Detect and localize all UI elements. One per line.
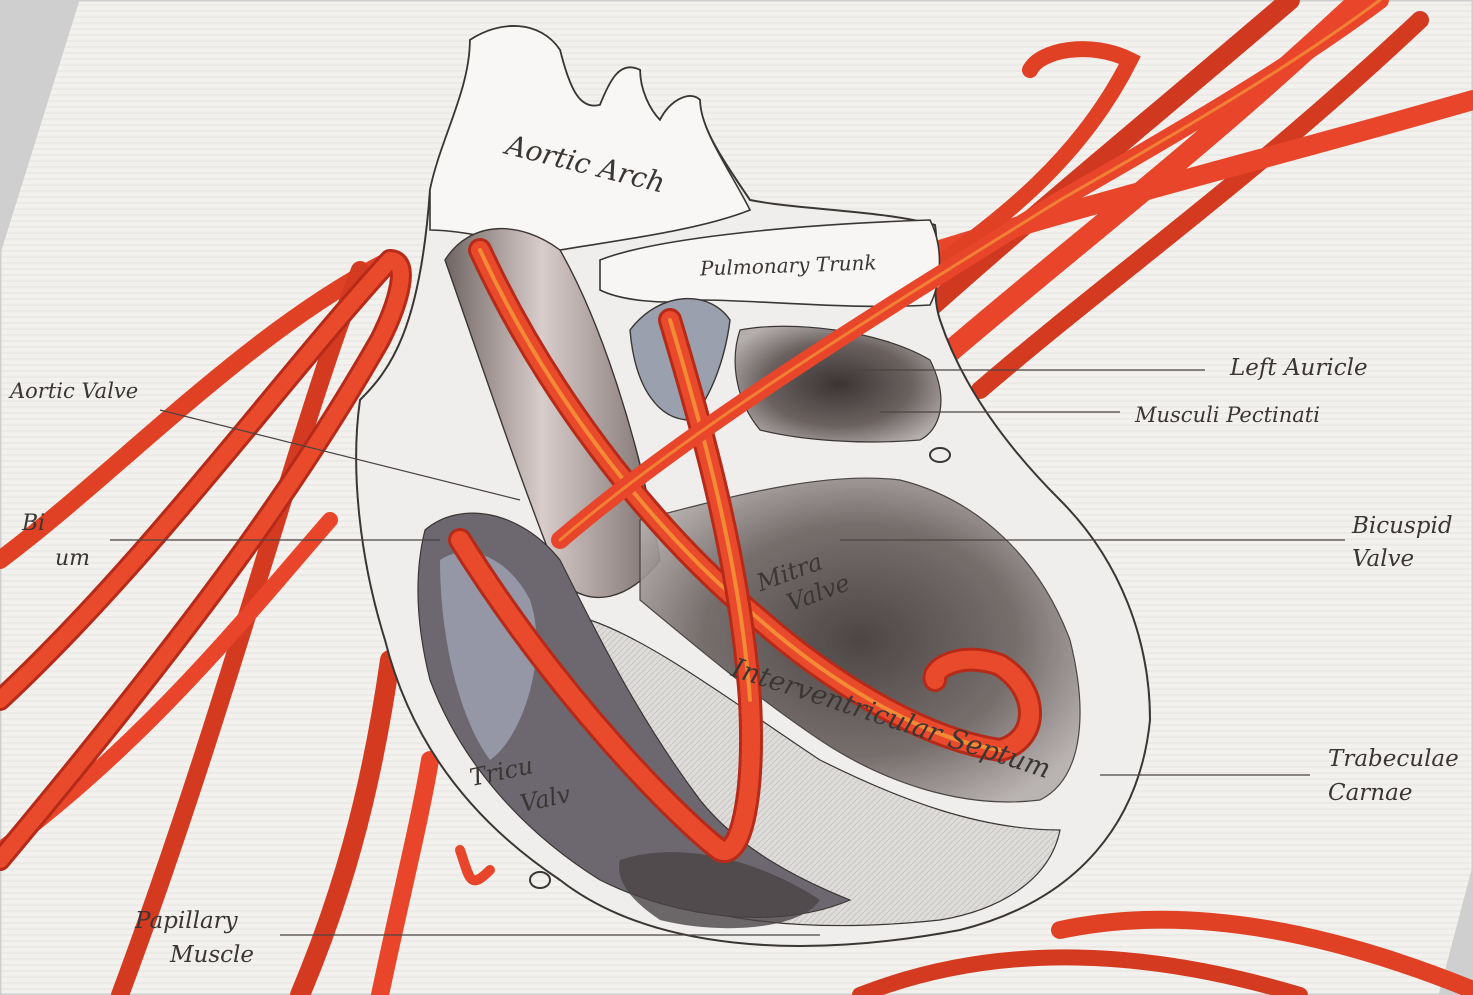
label-papillary-1: Papillary	[134, 908, 239, 934]
label-trabeculae-1: Trabeculae	[1328, 746, 1459, 772]
label-bicuspid-1: Bicuspid	[1351, 513, 1453, 539]
label-partial-left-1: Bi	[21, 511, 45, 536]
label-bicuspid-2: Valve	[1352, 546, 1414, 572]
label-papillary-2: Muscle	[169, 942, 254, 968]
label-aortic-valve: Aortic Valve	[8, 379, 138, 403]
label-left-auricle: Left Auricle	[1229, 355, 1368, 381]
label-trabeculae-2: Carnae	[1328, 780, 1412, 806]
label-musculi-pectinati: Musculi Pectinati	[1134, 403, 1320, 427]
label-partial-left-2: um	[55, 546, 90, 571]
